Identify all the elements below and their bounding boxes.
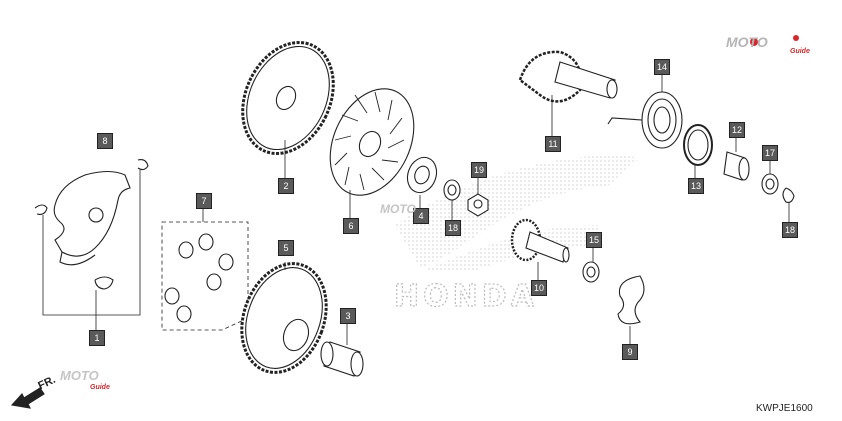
callout-11: 11 — [545, 136, 561, 152]
callout-15: 15 — [586, 232, 602, 248]
clip-left — [34, 204, 48, 215]
callout-19: 19 — [471, 162, 487, 178]
part-18-circlip-right — [782, 187, 795, 222]
part-7-rollers — [161, 208, 249, 331]
part-2-ring-gear — [241, 41, 335, 178]
part-11-spindle — [518, 50, 618, 136]
part-14-spring — [607, 74, 683, 149]
watermark-logo-top — [750, 35, 799, 46]
callout-18-right: 18 — [782, 222, 798, 238]
honda-logo-text: HONDA — [394, 279, 538, 314]
callout-14: 14 — [654, 59, 670, 75]
honda-logo-background: HONDA — [393, 155, 640, 315]
callout-17: 17 — [762, 145, 778, 161]
callout-12: 12 — [729, 122, 745, 138]
watermark-sub-top: Guide — [790, 48, 810, 55]
watermark-text-center: MOTO — [380, 202, 416, 216]
direction-arrow-icon — [10, 387, 45, 409]
watermark-sub-bottom: Guide — [90, 384, 110, 391]
part-15-washer — [582, 246, 600, 283]
callout-8: 8 — [97, 133, 113, 149]
callout-13: 13 — [688, 178, 704, 194]
callout-4: 4 — [413, 208, 429, 224]
part-13-seal — [683, 124, 713, 180]
watermark-text-top: MOTO — [726, 34, 768, 50]
part-9-spring-clip — [617, 275, 645, 344]
callout-10: 10 — [531, 280, 547, 296]
part-10-drive-gear — [510, 218, 570, 280]
part-4-hub — [406, 156, 438, 210]
part-12-bushing — [723, 137, 750, 181]
part-17-washer — [761, 160, 779, 195]
callout-7: 7 — [196, 193, 212, 209]
callout-2: 2 — [278, 178, 294, 194]
callout-1: 1 — [89, 330, 105, 346]
callout-9: 9 — [622, 344, 638, 360]
part-8-plate — [53, 170, 131, 266]
part-16-washer — [443, 179, 461, 222]
callout-5: 5 — [278, 240, 294, 256]
parts-group — [10, 41, 795, 409]
callout-6: 6 — [343, 218, 359, 234]
part-6-fan — [329, 88, 415, 218]
watermark-text-bottom: MOTO — [60, 368, 99, 383]
clip-upper-right — [137, 159, 149, 171]
diagram-code: KWPJE1600 — [756, 403, 813, 414]
callout-3: 3 — [340, 308, 356, 324]
callout-18-center: 18 — [445, 220, 461, 236]
clip-bottom — [94, 276, 114, 290]
part-3-collar — [320, 322, 364, 377]
part-19-nut — [467, 178, 489, 217]
part-5-pulley-face — [240, 262, 328, 374]
